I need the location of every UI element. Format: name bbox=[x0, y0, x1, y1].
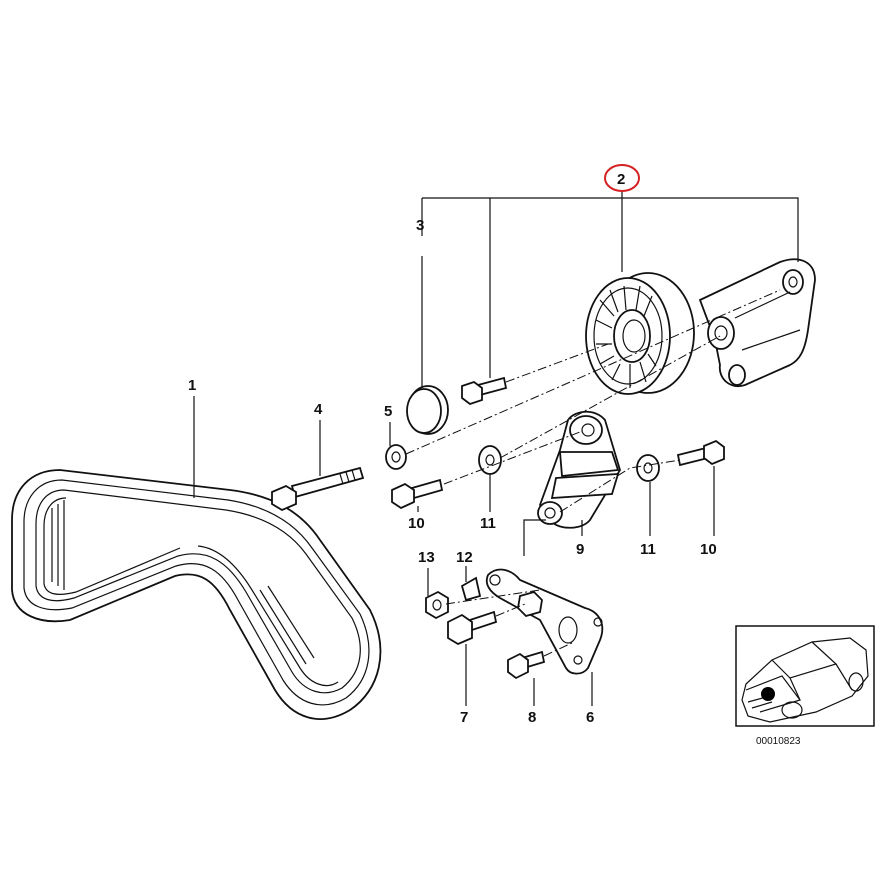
long-bolt[interactable] bbox=[271, 466, 365, 512]
tensioner-pulley[interactable] bbox=[585, 272, 695, 395]
car-outline-icon bbox=[741, 637, 869, 723]
callout-8[interactable]: 8 bbox=[528, 709, 536, 726]
tensioner-lower-bracket[interactable] bbox=[485, 568, 604, 675]
callout-12[interactable]: 12 bbox=[456, 549, 473, 566]
hex-bolt-7[interactable] bbox=[447, 610, 498, 646]
pulley-bolt[interactable] bbox=[461, 376, 508, 406]
reference-code: 00010823 bbox=[756, 736, 801, 747]
tensioner-bracket[interactable] bbox=[698, 258, 816, 388]
washer-11-right[interactable] bbox=[636, 454, 660, 482]
retaining-clip-12[interactable] bbox=[460, 576, 482, 602]
washer-5[interactable] bbox=[385, 444, 407, 470]
callout-5[interactable]: 5 bbox=[384, 403, 392, 420]
hex-bolt-10-right[interactable] bbox=[676, 439, 725, 467]
leader-lines bbox=[193, 192, 799, 706]
callout-2[interactable]: 2 bbox=[617, 171, 625, 188]
callout-11-right[interactable]: 11 bbox=[640, 541, 656, 558]
callout-10-left[interactable]: 10 bbox=[408, 515, 425, 532]
hex-nut-13[interactable] bbox=[425, 590, 449, 620]
callout-10-right[interactable]: 10 bbox=[700, 541, 717, 558]
callout-9[interactable]: 9 bbox=[576, 541, 584, 558]
location-dot-icon bbox=[761, 687, 775, 701]
drive-belt[interactable] bbox=[11, 469, 382, 720]
callout-7[interactable]: 7 bbox=[460, 709, 468, 726]
hydraulic-tensioner[interactable] bbox=[537, 410, 621, 529]
callout-3[interactable]: 3 bbox=[416, 217, 424, 234]
vehicle-location-inset bbox=[735, 625, 875, 727]
highlight-ring bbox=[604, 164, 640, 192]
callout-4[interactable]: 4 bbox=[314, 401, 323, 418]
assembly-axes bbox=[405, 289, 781, 657]
callout-11-left[interactable]: 11 bbox=[480, 515, 496, 532]
flange-bolt-8[interactable] bbox=[507, 650, 546, 680]
callout-13[interactable]: 13 bbox=[418, 549, 435, 566]
pulley-dust-cap[interactable] bbox=[406, 385, 449, 435]
callout-labels: 1 2 3 4 5 6 7 8 9 10 10 11 11 12 13 bbox=[188, 164, 717, 726]
callout-1[interactable]: 1 bbox=[188, 377, 196, 394]
hex-bolt-10-left[interactable] bbox=[391, 478, 444, 510]
callout-6[interactable]: 6 bbox=[586, 709, 594, 726]
